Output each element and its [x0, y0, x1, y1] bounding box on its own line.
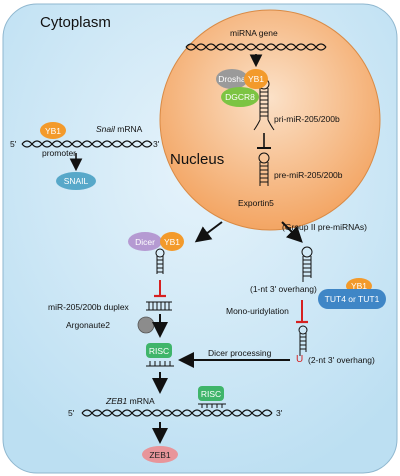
- zeb1-mrna-suffix: mRNA: [127, 396, 155, 406]
- zeb1-protein: ZEB1: [142, 446, 178, 463]
- u-nucleotide-label: U: [296, 354, 304, 365]
- three-prime-snail: 3': [153, 139, 160, 149]
- drosha-protein: Drosha: [216, 69, 248, 89]
- arrow-to-group2: [281, 221, 303, 243]
- group2-label: (Group II pre-miRNAs): [282, 222, 368, 232]
- five-prime-snail: 5': [10, 139, 17, 149]
- five-prime-zeb1: 5': [68, 408, 75, 418]
- pre-mirna-nucleus-label: pre-miR-205/200b: [274, 170, 343, 180]
- dgcr8-protein: DGCR8: [221, 87, 259, 107]
- overhang1-label: (1-nt 3' overhang): [250, 284, 317, 294]
- exportin5-label: Exportin5: [238, 198, 274, 208]
- mirna-gene-label: miRNA gene: [230, 28, 278, 38]
- mirna-duplex: [146, 301, 172, 311]
- mono-uridylation-label: Mono-uridylation: [226, 306, 289, 316]
- argonaute2-sphere: [137, 316, 155, 334]
- overhang2-label: (2-nt 3' overhang): [308, 355, 375, 365]
- snail-mrna-label: Snail mRNA: [96, 124, 142, 134]
- snail-mrna-gene-name: Snail: [96, 124, 115, 134]
- mirna-gene-dna: [185, 43, 327, 51]
- pri-mirna-label: pri-miR-205/200b: [274, 114, 340, 124]
- duplex-label: miR-205/200b duplex: [48, 302, 129, 312]
- arrow-to-dicer: [194, 221, 223, 243]
- zeb1-mrna-strand: [81, 409, 273, 417]
- risc-right-complex: RISC: [198, 386, 224, 401]
- yb1-snail-protein: YB1: [40, 122, 66, 139]
- dicer-processing-label: Dicer processing: [208, 348, 272, 358]
- argonaute2-label: Argonaute2: [66, 320, 110, 330]
- yb1-nucleus-protein: YB1: [244, 69, 268, 89]
- uridylated-hairpin: [298, 325, 308, 356]
- risc-left-complex: RISC: [146, 343, 172, 358]
- nucleus-label: Nucleus: [170, 151, 225, 168]
- zeb1-mrna-gene-name: ZEB1: [106, 396, 128, 406]
- pre-mirna-hairpin-nucleus: [258, 152, 270, 186]
- tut-protein: TUT4 or TUT1: [318, 289, 386, 309]
- group2-hairpin: [301, 246, 313, 282]
- dicer-protein: Dicer: [128, 232, 162, 251]
- nucleus-boundary: [159, 9, 381, 231]
- snail-protein: SNAIL: [56, 172, 96, 190]
- snail-mrna-suffix: mRNA: [114, 124, 143, 134]
- risc-right-strand: [198, 403, 226, 408]
- yb1-dicer-protein: YB1: [160, 232, 184, 251]
- dicer-hairpin: [155, 248, 165, 274]
- promoter-label: promoter: [42, 148, 77, 158]
- zeb1-mrna-label: ZEB1 mRNA: [106, 396, 155, 406]
- cytoplasm-label: Cytoplasm: [40, 14, 111, 31]
- pri-mirna-hairpin: [253, 78, 275, 131]
- risc-left-strand: [146, 361, 174, 367]
- three-prime-zeb1: 3': [276, 408, 283, 418]
- snail-mrna-strand: [21, 140, 153, 148]
